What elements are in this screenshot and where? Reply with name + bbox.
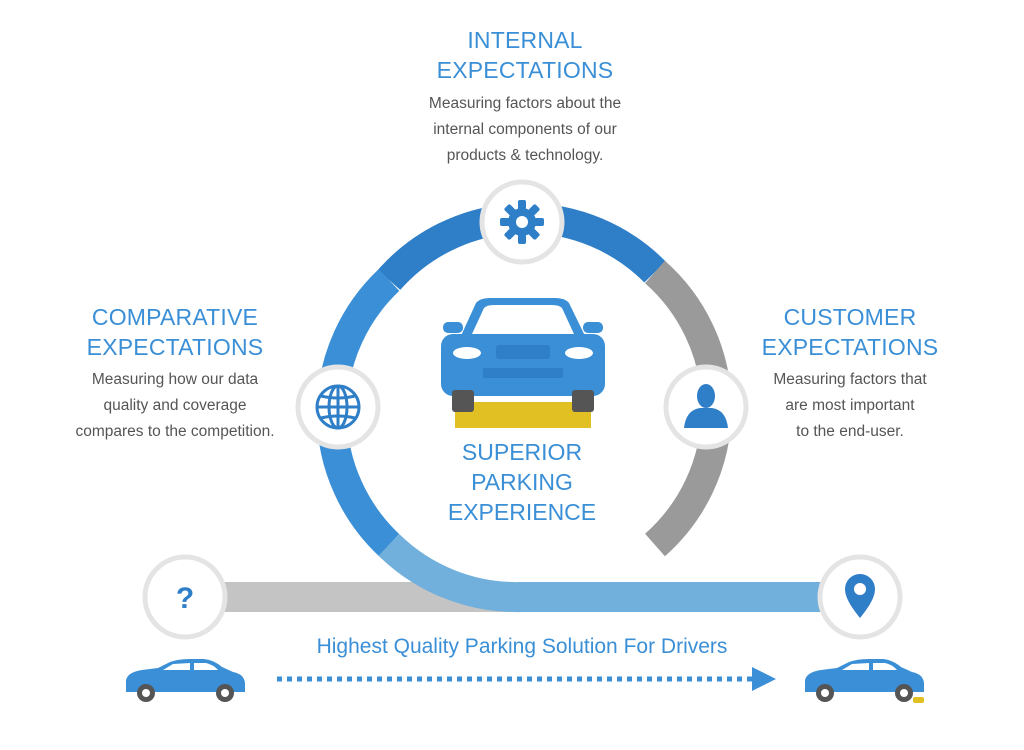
gear-icon: [500, 200, 544, 244]
customer-expectations-title: CUSTOMER EXPECTATIONS: [730, 302, 970, 362]
question-icon: ?: [176, 582, 194, 615]
comparative-desc-line2: quality and coverage: [103, 397, 247, 414]
arrow-head: [752, 667, 776, 691]
start-node: [142, 554, 228, 640]
comparative-desc-line1: Measuring how our data: [91, 371, 259, 388]
customer-expectations-description: Measuring factors that are most importan…: [730, 367, 970, 445]
center-title-line2: PARKING: [471, 469, 573, 495]
car-side-icon: [805, 659, 924, 703]
internal-title-line1: INTERNAL: [467, 27, 583, 53]
internal-desc-line2: internal components of our: [433, 121, 617, 138]
globe-icon: [315, 384, 361, 430]
center-title: SUPERIOR PARKING EXPERIENCE: [402, 437, 642, 527]
center-title-line3: EXPERIENCE: [447, 499, 597, 525]
light-blue-track: [378, 534, 860, 613]
customer-desc-line1: Measuring factors that: [773, 371, 927, 388]
comparative-desc-line3: compares to the competition.: [75, 423, 275, 440]
location-pin-icon: [845, 574, 875, 618]
customer-desc-line2: are most important: [785, 397, 915, 414]
end-node: [817, 554, 903, 640]
comparative-expectations-title: COMPARATIVE EXPECTATIONS: [40, 302, 310, 362]
internal-desc-line3: products & technology.: [446, 147, 604, 164]
customer-title-line1: CUSTOMER: [783, 304, 917, 330]
internal-expectations-title: INTERNAL EXPECTATIONS: [392, 25, 658, 85]
comparative-title-line1: COMPARATIVE: [91, 304, 259, 330]
comparative-title-line2: EXPECTATIONS: [86, 334, 264, 360]
gear-node: [479, 179, 565, 265]
user-icon: [684, 384, 728, 428]
car-side-icon: [126, 659, 245, 702]
car-front-icon: [441, 298, 605, 428]
globe-node: [295, 364, 381, 450]
customer-title-line2: EXPECTATIONS: [761, 334, 939, 360]
user-node: [663, 364, 749, 450]
internal-title-line2: EXPECTATIONS: [436, 57, 614, 83]
internal-expectations-description: Measuring factors about the internal com…: [392, 91, 658, 169]
internal-desc-line1: Measuring factors about the: [428, 95, 622, 112]
tagline: Highest Quality Parking Solution For Dri…: [316, 635, 728, 658]
customer-desc-line3: to the end-user.: [796, 423, 904, 440]
comparative-expectations-description: Measuring how our data quality and cover…: [40, 367, 310, 445]
center-title-line1: SUPERIOR: [461, 439, 583, 465]
